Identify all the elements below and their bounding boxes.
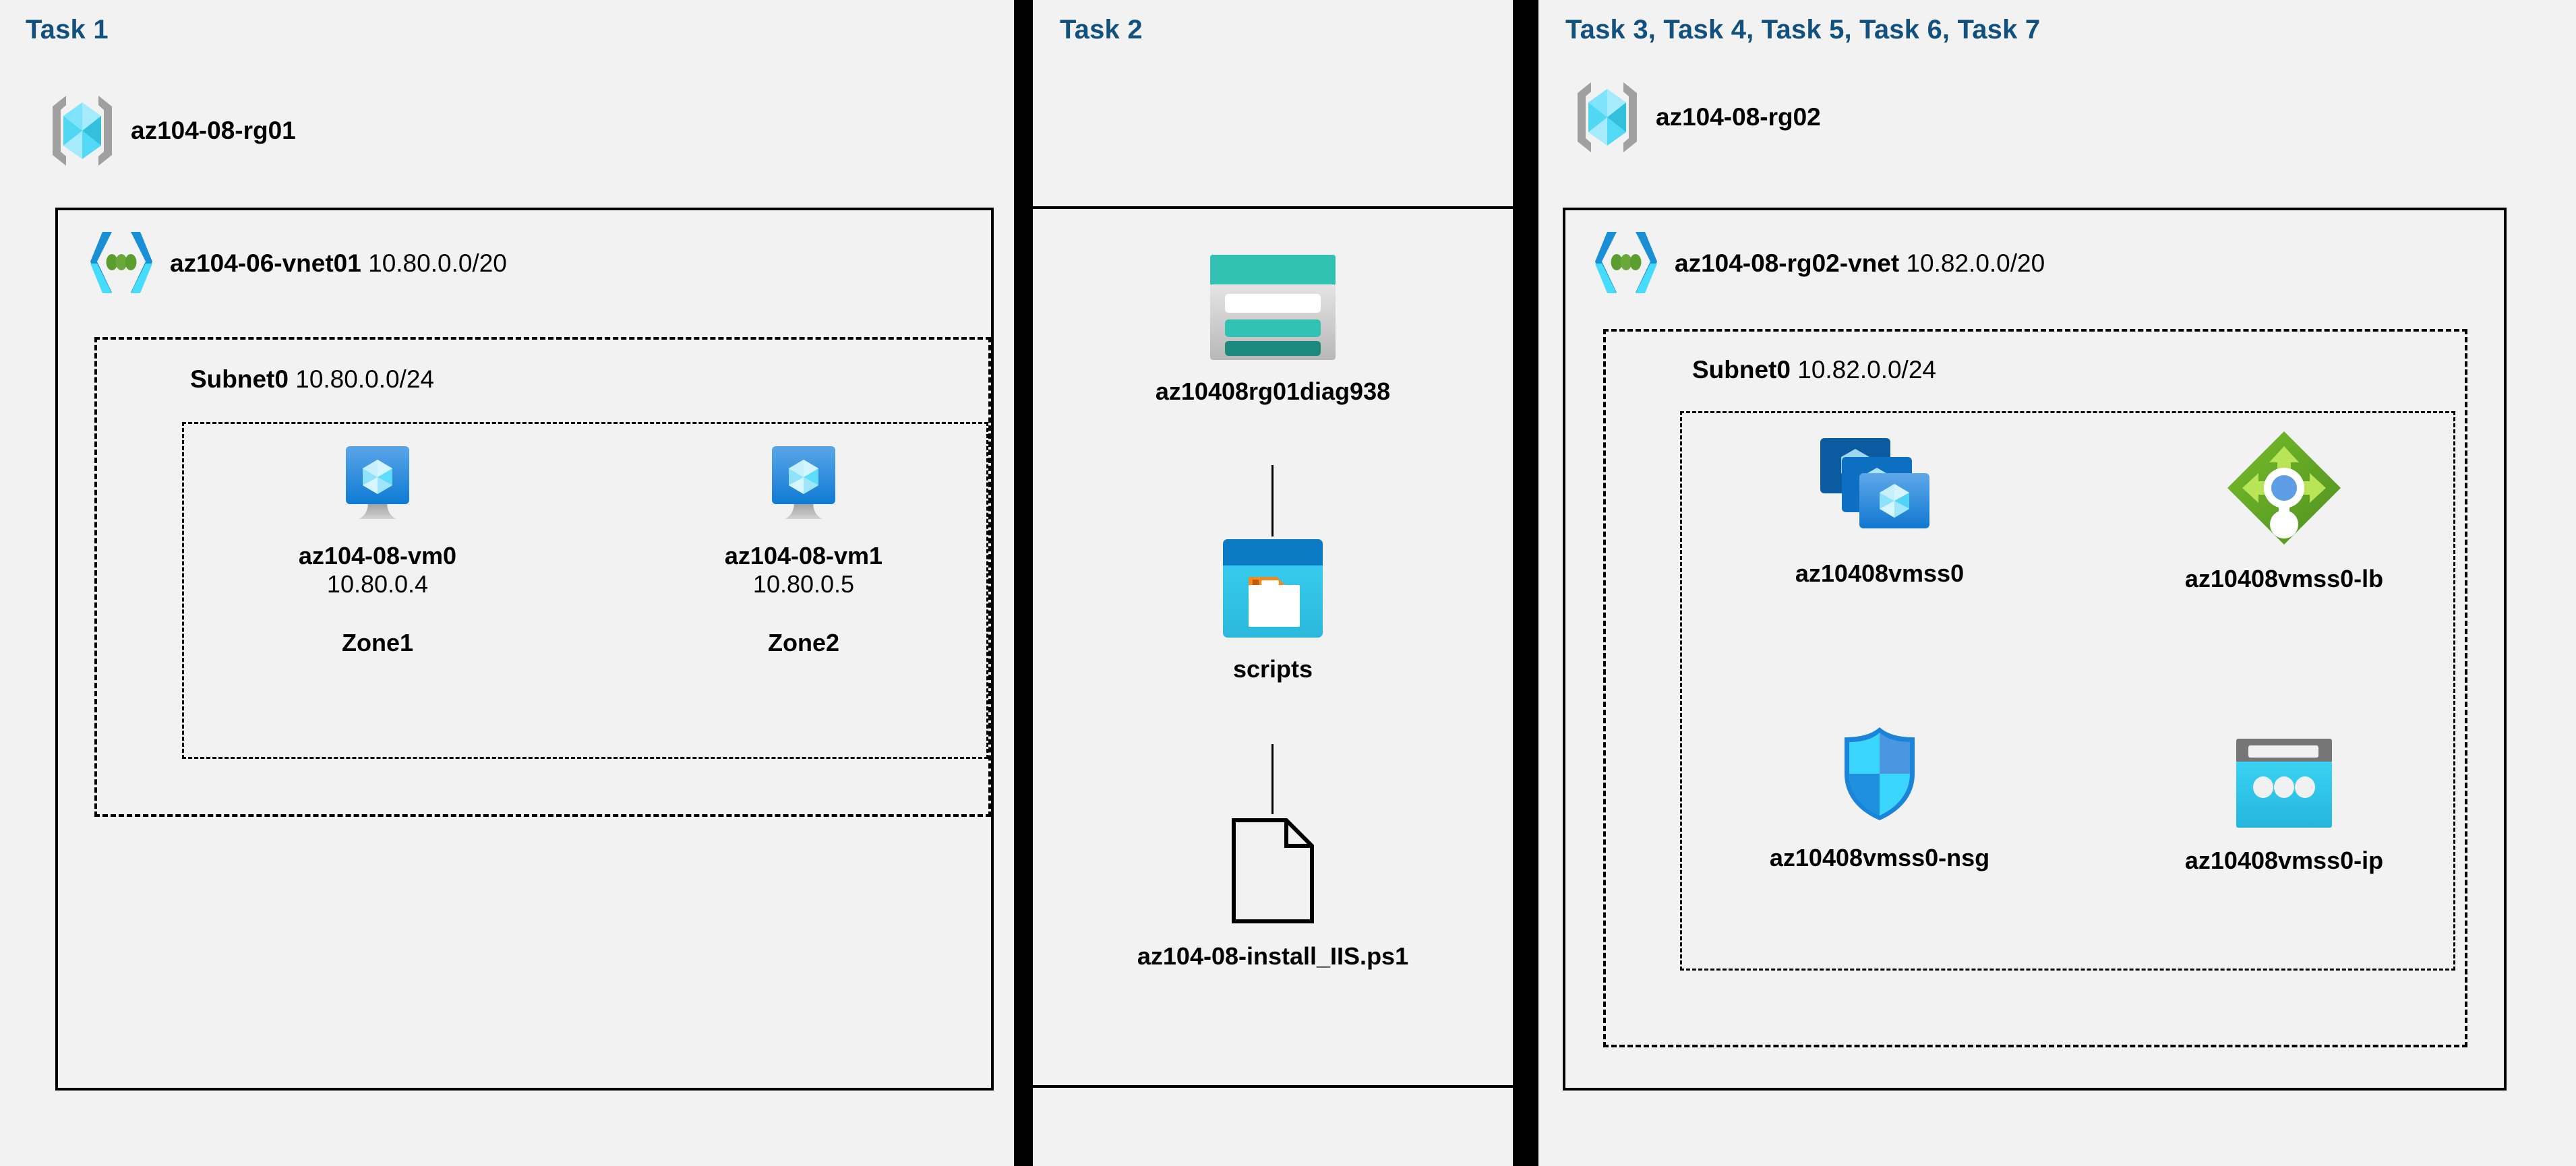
- subnet-box-panel3-subnet0: [1603, 329, 2467, 1047]
- resource-group-icon: [49, 93, 116, 168]
- public-ip-address-icon: [2236, 739, 2332, 829]
- blob-container-name: scripts: [1232, 655, 1313, 683]
- panel-2-top-rule: [1033, 206, 1513, 209]
- virtual-network-icon: [88, 228, 155, 299]
- public-ip-node[interactable]: az10408vmss0-ip: [2116, 739, 2453, 875]
- vm0-zone: Zone1: [341, 628, 413, 656]
- load-balancer-node[interactable]: az10408vmss0-lb: [2116, 429, 2453, 593]
- nsg-node[interactable]: az10408vmss0-nsg: [1711, 724, 2048, 872]
- vm-scale-set-icon: [1812, 434, 1947, 539]
- panel-task-2: Task 2 az10408rg0: [1033, 0, 1513, 1166]
- resource-box-panel3: [1680, 411, 2455, 971]
- resource-group-header-rg01: az104-08-rg01: [49, 93, 296, 168]
- virtual-machine-icon: [762, 445, 845, 524]
- vm1-ip: 10.80.0.5: [752, 570, 855, 599]
- zone-box-panel1: [182, 422, 988, 759]
- virtual-machine-icon: [336, 445, 419, 524]
- resource-group-name-rg02: az104-08-rg02: [1656, 103, 1821, 131]
- vnet-label-az104-08-rg02-vnet: az104-08-rg02-vnet 10.82.0.0/20: [1675, 249, 2045, 277]
- resource-group-name-rg01: az104-08-rg01: [131, 117, 296, 144]
- load-balancer-name: az10408vmss0-lb: [2184, 565, 2384, 592]
- vm0-ip: 10.80.0.4: [326, 570, 429, 599]
- nsg-name: az10408vmss0-nsg: [1769, 844, 1990, 871]
- storage-account-name: az10408rg01diag938: [1155, 377, 1391, 405]
- blob-container-icon: [1223, 539, 1323, 638]
- virtual-network-icon: [1592, 228, 1660, 299]
- panel-separator-2: [1513, 0, 1538, 1166]
- network-security-group-icon: [1836, 724, 1923, 824]
- vm0-name: az104-08-vm0: [298, 542, 457, 570]
- task-1-title: Task 1: [26, 15, 109, 44]
- connector-storage-to-container: [1271, 465, 1274, 536]
- vm-node-az104-08-vm0[interactable]: az104-08-vm0 10.80.0.4 Zone1: [263, 445, 492, 657]
- subnet-box-panel1-subnet0: [94, 337, 991, 817]
- panel-separator-1: [1014, 0, 1033, 1166]
- task-3-7-title: Task 3, Task 4, Task 5, Task 6, Task 7: [1565, 15, 2041, 44]
- panel-2-bottom-rule: [1033, 1085, 1513, 1088]
- file-node[interactable]: az104-08-install_IIS.ps1: [1050, 817, 1495, 971]
- subnet-label-panel3: Subnet0 10.82.0.0/24: [1692, 356, 1936, 383]
- resource-group-header-rg02: az104-08-rg02: [1574, 80, 1821, 155]
- vm1-name: az104-08-vm1: [724, 542, 883, 570]
- storage-account-node[interactable]: az10408rg01diag938: [1050, 255, 1495, 406]
- subnet-label-panel1: Subnet0 10.80.0.0/24: [190, 365, 434, 393]
- load-balancer-icon: [2225, 429, 2343, 547]
- file-icon: [1230, 817, 1315, 925]
- public-ip-name: az10408vmss0-ip: [2184, 847, 2384, 874]
- vnet-box-az104-06-vnet01: [55, 208, 994, 1091]
- panel-task-3-7: Task 3, Task 4, Task 5, Task 6, Task 7 a…: [1538, 0, 2576, 1166]
- vnet-header-az104-08-rg02-vnet: az104-08-rg02-vnet 10.82.0.0/20: [1592, 228, 2045, 299]
- vmss-node[interactable]: az10408vmss0: [1711, 434, 2048, 588]
- vnet-header-az104-06-vnet01: az104-06-vnet01 10.80.0.0/20: [88, 228, 507, 299]
- panel-task-1: Task 1 az104-08-rg01: [0, 0, 1014, 1166]
- resource-group-icon: [1574, 80, 1641, 155]
- vm1-zone: Zone2: [767, 628, 839, 656]
- file-name: az104-08-install_IIS.ps1: [1137, 942, 1409, 970]
- blob-container-node[interactable]: scripts: [1050, 539, 1495, 683]
- vnet-box-az104-08-rg02-vnet: [1563, 208, 2507, 1091]
- connector-container-to-file: [1271, 744, 1274, 814]
- task-2-title: Task 2: [1060, 15, 1143, 44]
- storage-account-icon: [1210, 255, 1336, 360]
- vm-node-az104-08-vm1[interactable]: az104-08-vm1 10.80.0.5 Zone2: [689, 445, 918, 657]
- vmss-name: az10408vmss0: [1795, 559, 1965, 587]
- vnet-label-az104-06-vnet01: az104-06-vnet01 10.80.0.0/20: [170, 249, 507, 277]
